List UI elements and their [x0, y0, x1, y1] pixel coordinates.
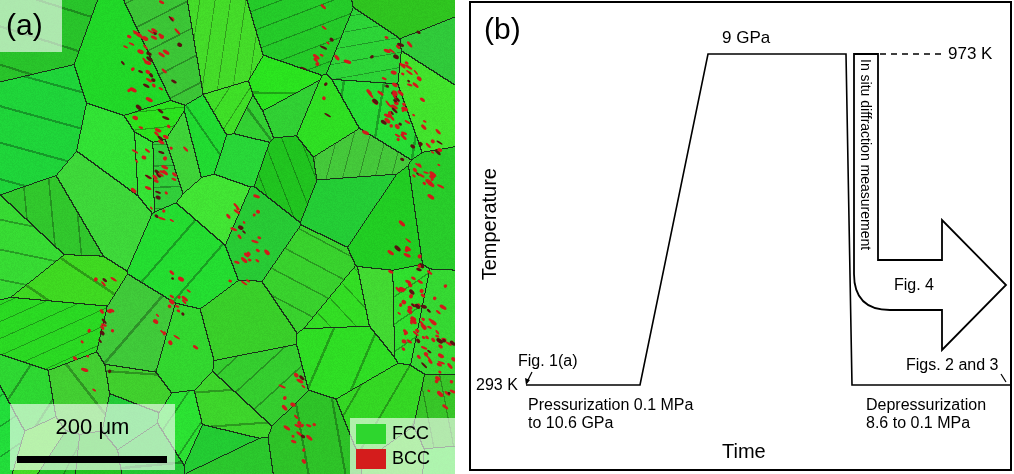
- temperature-trace: [526, 54, 1011, 385]
- text-label: (b): [484, 12, 521, 47]
- panel-frame: [470, 2, 1011, 470]
- arrow-outline-path: [854, 54, 1006, 350]
- axis-label: Temperature: [478, 168, 501, 280]
- legend-text: BCC: [392, 448, 430, 469]
- phase-map: [0, 0, 455, 474]
- text-label: (a): [6, 8, 43, 43]
- legend-swatch: [356, 449, 386, 469]
- leader-line: [1001, 374, 1006, 382]
- text-label: Depressurization 8.6 to 0.1 MPa: [866, 396, 1006, 433]
- legend-text: FCC: [392, 423, 429, 444]
- scale-bar: [17, 456, 167, 463]
- arrow-label: Fig. 4: [894, 276, 934, 294]
- text-label: Fig. 1(a): [518, 352, 578, 370]
- text-label: Figs. 2 and 3: [906, 356, 999, 374]
- legend-swatch: [356, 424, 386, 444]
- text-label: 9 GPa: [722, 28, 770, 48]
- text-label: Pressurization 0.1 MPa to 10.6 GPa: [528, 396, 703, 433]
- text-label: 200 μm: [10, 414, 175, 439]
- dashed-line: [880, 53, 944, 54]
- text-label: 293 K: [476, 376, 518, 394]
- vertical-caption: In situ diffraction measurement: [856, 59, 876, 250]
- text-label: Time: [722, 440, 766, 463]
- leader-head: [525, 378, 530, 385]
- text-label: 973 K: [948, 44, 992, 64]
- block-arrow: In situ diffraction measurementFig. 4: [850, 50, 1010, 354]
